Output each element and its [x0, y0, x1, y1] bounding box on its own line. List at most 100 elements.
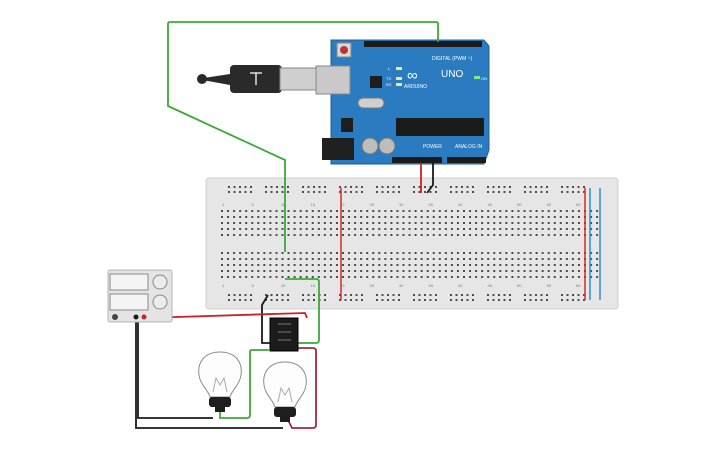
- breadboard-hole[interactable]: [305, 210, 308, 212]
- breadboard-hole[interactable]: [596, 270, 599, 272]
- breadboard-hole[interactable]: [265, 186, 267, 188]
- breadboard-hole[interactable]: [244, 186, 247, 188]
- breadboard-hole[interactable]: [418, 191, 421, 193]
- breadboard-hole[interactable]: [311, 228, 314, 230]
- breadboard-hole[interactable]: [505, 252, 508, 254]
- breadboard-hole[interactable]: [348, 270, 351, 272]
- breadboard-hole[interactable]: [233, 191, 236, 193]
- breadboard-hole[interactable]: [559, 270, 562, 272]
- breadboard-hole[interactable]: [233, 216, 236, 218]
- breadboard-hole[interactable]: [221, 270, 223, 272]
- breadboard-hole[interactable]: [299, 276, 302, 278]
- breadboard-hole[interactable]: [572, 186, 574, 188]
- breadboard-hole[interactable]: [435, 294, 437, 296]
- breadboard-hole[interactable]: [432, 210, 435, 212]
- breadboard-hole[interactable]: [438, 264, 441, 266]
- breadboard-hole[interactable]: [335, 252, 338, 254]
- breadboard-hole[interactable]: [577, 234, 580, 236]
- breadboard-hole[interactable]: [463, 216, 465, 218]
- breadboard-hole[interactable]: [378, 258, 381, 260]
- breadboard-hole[interactable]: [577, 299, 580, 301]
- breadboard-hole[interactable]: [335, 258, 338, 260]
- breadboard-hole[interactable]: [596, 222, 599, 224]
- breadboard-hole[interactable]: [572, 299, 574, 301]
- breadboard-hole[interactable]: [438, 228, 441, 230]
- breadboard-hole[interactable]: [402, 228, 405, 230]
- breadboard-hole[interactable]: [372, 222, 375, 224]
- breadboard-hole[interactable]: [429, 299, 432, 301]
- breadboard-hole[interactable]: [511, 216, 514, 218]
- breadboard-hole[interactable]: [418, 186, 421, 188]
- breadboard-hole[interactable]: [281, 294, 284, 296]
- breadboard-hole[interactable]: [390, 252, 393, 254]
- breadboard-hole[interactable]: [396, 270, 399, 272]
- breadboard-hole[interactable]: [311, 222, 314, 224]
- breadboard-hole[interactable]: [529, 270, 532, 272]
- breadboard-hole[interactable]: [583, 191, 585, 193]
- breadboard-hole[interactable]: [275, 270, 278, 272]
- breadboard-hole[interactable]: [233, 270, 236, 272]
- usb-cable-icon[interactable]: [197, 65, 317, 93]
- breadboard-hole[interactable]: [354, 234, 357, 236]
- breadboard-hole[interactable]: [511, 258, 514, 260]
- breadboard-hole[interactable]: [392, 186, 395, 188]
- breadboard-hole[interactable]: [335, 276, 338, 278]
- breadboard-hole[interactable]: [590, 270, 593, 272]
- breadboard-hole[interactable]: [311, 258, 314, 260]
- digital-header[interactable]: [364, 41, 482, 47]
- breadboard-hole[interactable]: [317, 276, 320, 278]
- breadboard-hole[interactable]: [492, 186, 495, 188]
- breadboard-hole[interactable]: [299, 216, 302, 218]
- breadboard-hole[interactable]: [463, 270, 465, 272]
- breadboard-hole[interactable]: [317, 210, 320, 212]
- breadboard-hole[interactable]: [414, 264, 417, 266]
- breadboard-hole[interactable]: [348, 252, 351, 254]
- breadboard-hole[interactable]: [239, 294, 241, 296]
- usb-port[interactable]: [315, 65, 351, 95]
- breadboard-hole[interactable]: [432, 216, 435, 218]
- breadboard-hole[interactable]: [396, 258, 399, 260]
- breadboard-hole[interactable]: [281, 228, 284, 230]
- breadboard-hole[interactable]: [596, 234, 599, 236]
- breadboard-hole[interactable]: [376, 186, 378, 188]
- wire-green-relay[interactable]: [285, 278, 320, 344]
- breadboard-hole[interactable]: [420, 264, 423, 266]
- breadboard-hole[interactable]: [344, 186, 347, 188]
- breadboard-hole[interactable]: [335, 216, 338, 218]
- breadboard-hole[interactable]: [559, 228, 562, 230]
- breadboard-hole[interactable]: [572, 294, 574, 296]
- breadboard-hole[interactable]: [511, 210, 514, 212]
- breadboard-hole[interactable]: [396, 222, 399, 224]
- breadboard-hole[interactable]: [317, 252, 320, 254]
- breadboard-hole[interactable]: [396, 276, 399, 278]
- breadboard-hole[interactable]: [233, 228, 236, 230]
- breadboard-hole[interactable]: [305, 264, 308, 266]
- breadboard-hole[interactable]: [420, 276, 423, 278]
- breadboard-hole[interactable]: [378, 270, 381, 272]
- breadboard-hole[interactable]: [348, 222, 351, 224]
- breadboard-hole[interactable]: [276, 299, 278, 301]
- breadboard-hole[interactable]: [475, 216, 478, 218]
- breadboard-hole[interactable]: [361, 191, 363, 193]
- breadboard-hole[interactable]: [408, 252, 411, 254]
- breadboard-hole[interactable]: [505, 210, 508, 212]
- breadboard-hole[interactable]: [456, 270, 459, 272]
- breadboard-hole[interactable]: [481, 216, 484, 218]
- breadboard-hole[interactable]: [227, 234, 230, 236]
- breadboard-hole[interactable]: [571, 270, 574, 272]
- breadboard-hole[interactable]: [251, 276, 254, 278]
- breadboard-hole[interactable]: [287, 299, 289, 301]
- breadboard-hole[interactable]: [487, 264, 490, 266]
- breadboard-hole[interactable]: [529, 228, 532, 230]
- breadboard-hole[interactable]: [269, 210, 272, 212]
- breadboard-hole[interactable]: [329, 264, 332, 266]
- breadboard-hole[interactable]: [245, 270, 248, 272]
- breadboard-hole[interactable]: [228, 299, 230, 301]
- breadboard-hole[interactable]: [535, 191, 537, 193]
- breadboard-hole[interactable]: [355, 186, 358, 188]
- breadboard-hole[interactable]: [305, 228, 308, 230]
- breadboard-hole[interactable]: [577, 228, 580, 230]
- breadboard-hole[interactable]: [378, 216, 381, 218]
- breadboard-hole[interactable]: [492, 294, 495, 296]
- breadboard-hole[interactable]: [329, 228, 332, 230]
